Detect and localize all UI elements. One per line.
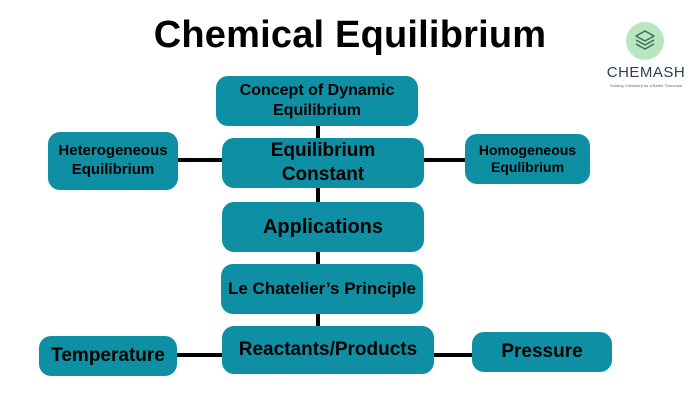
logo-tagline: Guiding Chemistry for a Better Tomorrow	[609, 83, 683, 88]
page-title: Chemical Equilibrium	[153, 14, 547, 56]
node-applications: Applications	[222, 202, 424, 252]
brand-logo: CHEMASH Guiding Chemistry for a Better T…	[598, 22, 694, 92]
logo-name: CHEMASH	[606, 64, 686, 81]
node-temperature: Temperature	[39, 336, 177, 376]
layers-icon	[626, 22, 664, 60]
node-pressure: Pressure	[472, 332, 612, 372]
node-reactants-products: Reactants/Products	[222, 326, 434, 374]
node-homogeneous-equilibrium: Homogeneous Equlibrium	[465, 134, 590, 184]
node-heterogeneous-equilibrium: Heterogeneous Equilibrium	[48, 132, 178, 190]
node-concept-dynamic-equilibrium: Concept of Dynamic Equilibrium	[216, 76, 418, 126]
node-le-chatelier-principle: Le Chatelier’s Principle	[221, 264, 423, 314]
node-equilibrium-constant: Equilibrium Constant	[222, 138, 424, 188]
